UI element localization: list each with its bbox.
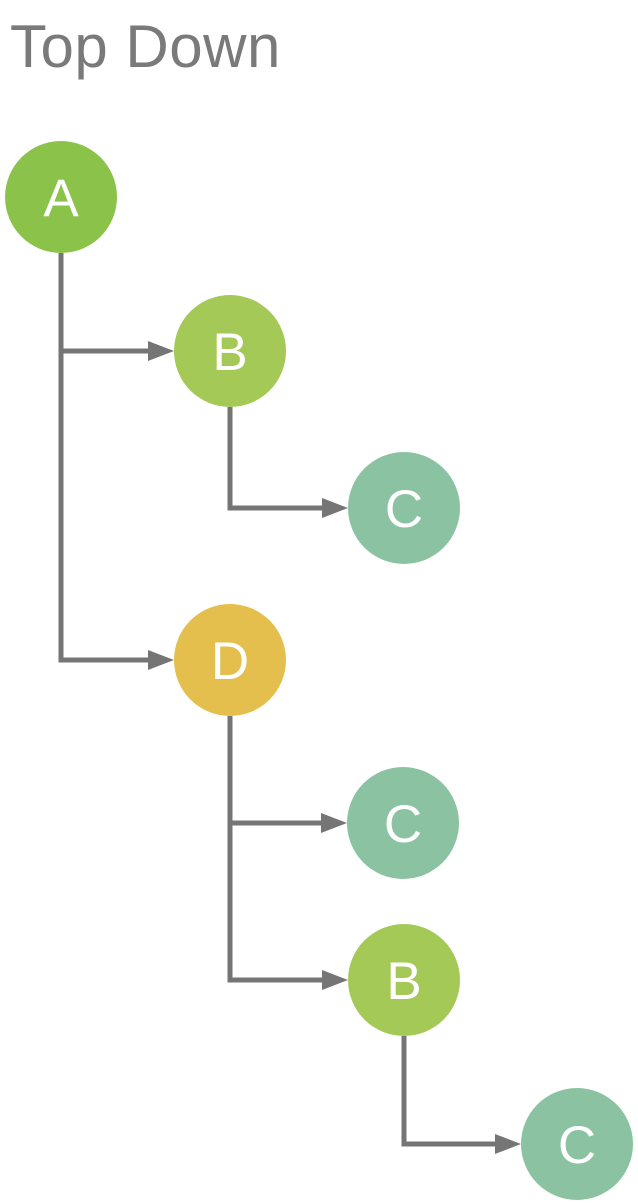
edge-B2-C3 bbox=[401, 1036, 521, 1154]
tree-node-c3[interactable]: C bbox=[521, 1088, 633, 1200]
edge-A-D bbox=[58, 253, 174, 670]
arrowhead-icon bbox=[321, 813, 347, 833]
node-label-b1: B bbox=[212, 323, 247, 382]
tree-node-a[interactable]: A bbox=[5, 141, 117, 253]
edge-line bbox=[58, 253, 154, 354]
edge-line bbox=[227, 716, 327, 826]
node-label-c1: C bbox=[385, 480, 423, 539]
tree-node-c2[interactable]: C bbox=[347, 767, 459, 879]
edge-A-B1 bbox=[58, 253, 174, 361]
edge-line bbox=[401, 1036, 501, 1147]
diagram-title: Top Down bbox=[10, 13, 281, 80]
arrowhead-icon bbox=[148, 650, 174, 670]
edge-B1-C1 bbox=[227, 407, 348, 518]
node-circle-c2[interactable] bbox=[347, 767, 459, 879]
node-label-c3: C bbox=[558, 1116, 596, 1175]
node-label-a: A bbox=[43, 169, 79, 228]
edge-D-C2 bbox=[227, 716, 347, 833]
arrowhead-icon bbox=[322, 970, 348, 990]
arrowhead-icon bbox=[148, 341, 174, 361]
tree-node-b2[interactable]: B bbox=[348, 924, 460, 1036]
edge-line bbox=[227, 716, 328, 983]
tree-node-d[interactable]: D bbox=[174, 604, 286, 716]
arrowhead-icon bbox=[322, 498, 348, 518]
node-circle-c3[interactable] bbox=[521, 1088, 633, 1200]
node-circle-b1[interactable] bbox=[174, 295, 286, 407]
arrowhead-icon bbox=[495, 1134, 521, 1154]
node-label-d: D bbox=[211, 632, 249, 691]
tree-node-b1[interactable]: B bbox=[174, 295, 286, 407]
node-circle-a[interactable] bbox=[5, 141, 117, 253]
tree-node-c1[interactable]: C bbox=[348, 452, 460, 564]
edge-line bbox=[58, 253, 154, 663]
edge-line bbox=[227, 407, 328, 511]
node-label-b2: B bbox=[386, 952, 421, 1011]
edge-D-B2 bbox=[227, 716, 348, 990]
node-circle-b2[interactable] bbox=[348, 924, 460, 1036]
node-circle-d[interactable] bbox=[174, 604, 286, 716]
node-circle-c1[interactable] bbox=[348, 452, 460, 564]
node-label-c2: C bbox=[384, 795, 422, 854]
